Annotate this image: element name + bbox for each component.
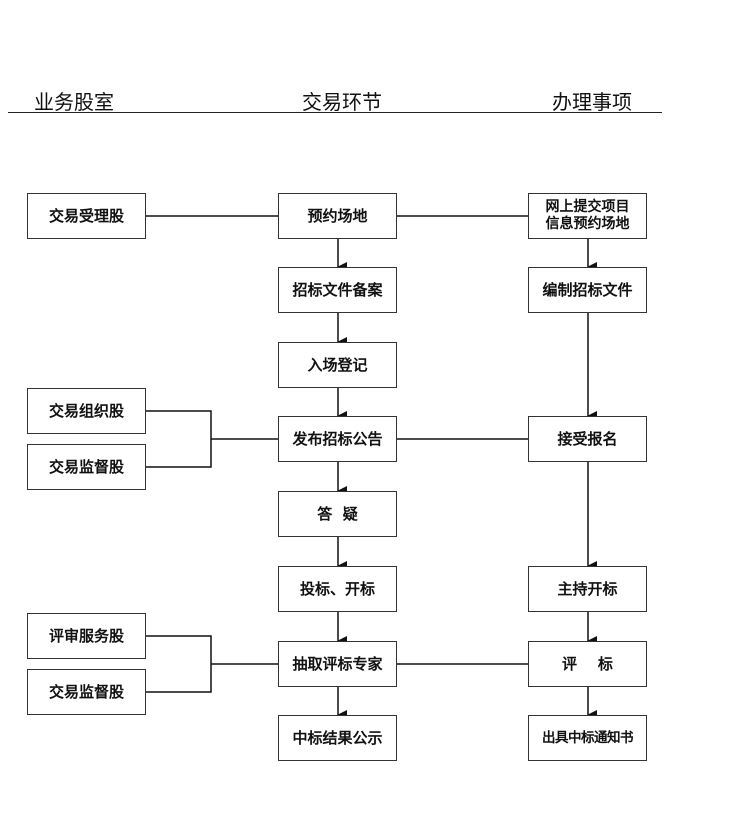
- box-select-evaluation-experts: 抽取评标专家: [278, 641, 397, 687]
- box-reserve-venue: 预约场地: [278, 193, 397, 239]
- box-entry-registration: 入场登记: [278, 342, 397, 388]
- box-bidding-opening: 投标、开标: [278, 566, 397, 612]
- header-business-section: 业务股室: [34, 90, 114, 114]
- box-trading-acceptance-section: 交易受理股: [27, 193, 146, 239]
- box-trading-supervision-section-1: 交易监督股: [27, 444, 146, 490]
- box-issue-award-notice: 出具中标通知书: [528, 715, 647, 761]
- header-divider: [8, 112, 662, 113]
- box-publish-tender-notice: 发布招标公告: [278, 416, 397, 462]
- bracket-left-group-2: [146, 635, 212, 693]
- box-winning-result-announcement: 中标结果公示: [278, 715, 397, 761]
- box-bid-evaluation: 评 标: [528, 641, 647, 687]
- header-handling-matters: 办理事项: [552, 90, 632, 114]
- box-answer-questions: 答 疑: [278, 491, 397, 537]
- box-accept-registration: 接受报名: [528, 416, 647, 462]
- box-prepare-tender-documents: 编制招标文件: [528, 267, 647, 313]
- header-trading-stage: 交易环节: [302, 90, 382, 114]
- box-review-service-section: 评审服务股: [27, 613, 146, 659]
- box-trading-supervision-section-2: 交易监督股: [27, 669, 146, 715]
- bracket-left-group-1: [146, 410, 212, 468]
- box-tender-document-filing: 招标文件备案: [278, 267, 397, 313]
- box-host-bid-opening: 主持开标: [528, 566, 647, 612]
- box-trading-organization-section: 交易组织股: [27, 388, 146, 434]
- box-online-submit-project-info: 网上提交项目 信息预约场地: [528, 193, 647, 239]
